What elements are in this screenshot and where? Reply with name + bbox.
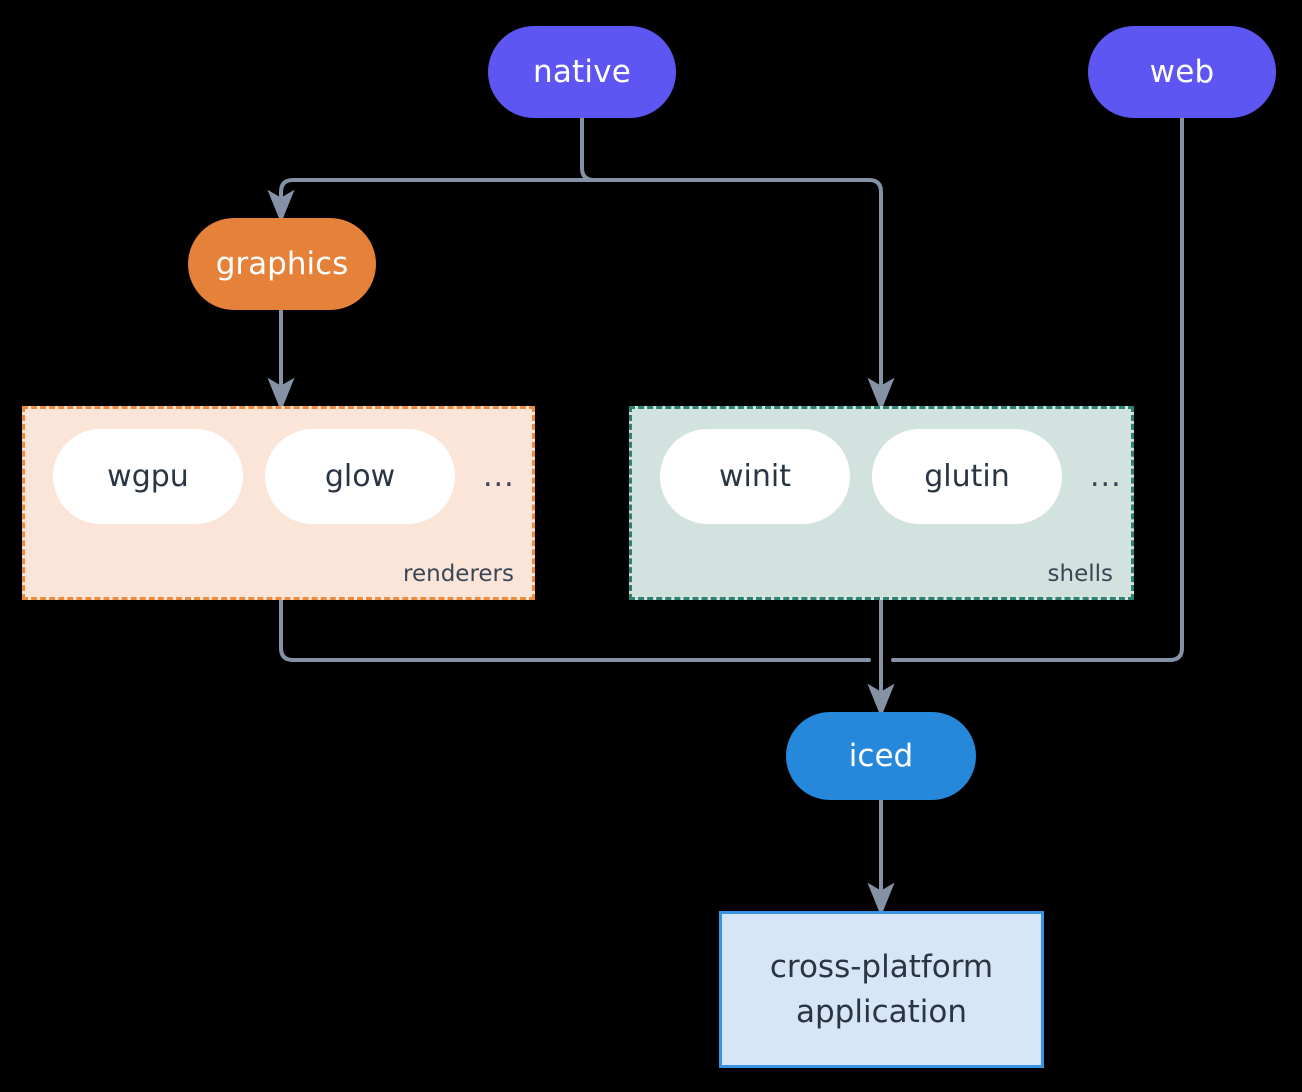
- node-native[interactable]: native: [488, 26, 676, 118]
- renderers-items: wgpu glow ...: [53, 429, 521, 524]
- item-glutin[interactable]: glutin: [872, 429, 1062, 524]
- edge-renderers-to-iced: [279, 598, 871, 662]
- shells-ellipsis: ...: [1090, 459, 1122, 494]
- item-wgpu[interactable]: wgpu: [53, 429, 243, 524]
- application-line-2: application: [796, 993, 967, 1030]
- group-renderers: wgpu glow ... renderers: [22, 406, 535, 600]
- group-label-renderers: renderers: [403, 561, 514, 587]
- group-shells: winit glutin ... shells: [629, 406, 1134, 600]
- edge-native-to-graphics: [267, 178, 584, 224]
- renderers-ellipsis: ...: [483, 459, 515, 494]
- item-winit[interactable]: winit: [660, 429, 850, 524]
- shells-items: winit glutin ...: [660, 429, 1128, 524]
- node-application[interactable]: cross-platform application: [719, 911, 1044, 1068]
- node-iced[interactable]: iced: [786, 712, 976, 800]
- node-graphics[interactable]: graphics: [188, 218, 376, 310]
- group-label-shells: shells: [1047, 561, 1113, 587]
- item-glow[interactable]: glow: [265, 429, 455, 524]
- application-line-1: cross-platform: [769, 948, 994, 985]
- edge-native-fork: [580, 116, 596, 182]
- node-web[interactable]: web: [1088, 26, 1276, 118]
- edge-native-to-shells: [580, 178, 895, 412]
